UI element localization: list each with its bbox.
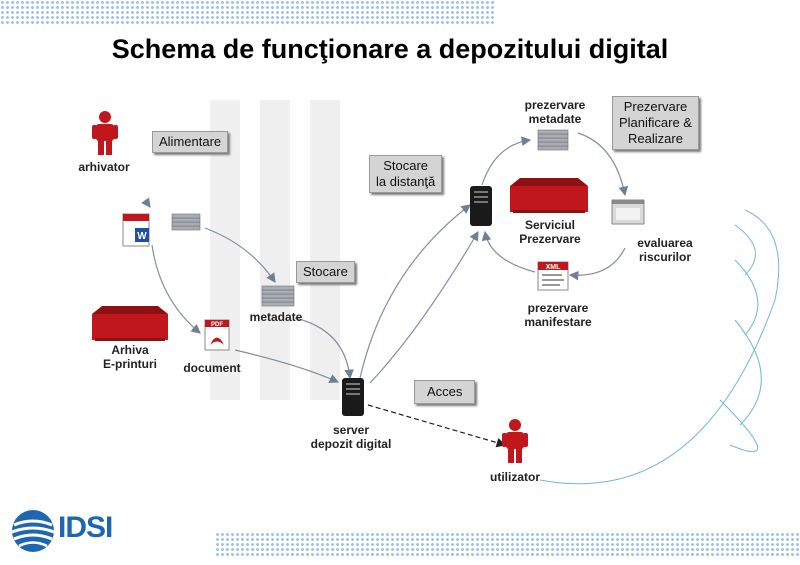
- preservation-planning-box: Prezervare Planificare & Realizare: [612, 96, 699, 150]
- pdf-document-icon: PDF: [204, 319, 230, 351]
- remote-storage-box: Stocare la distanţă: [369, 155, 443, 193]
- risk-evaluation-line2: riscurilor: [638, 250, 692, 264]
- preservation-service-building-icon: [510, 178, 588, 213]
- risk-evaluation-line1: evaluarea: [637, 236, 693, 250]
- remote-storage-box-line2: la distanţă: [376, 174, 436, 189]
- top-dot-band: [0, 0, 495, 26]
- arhivator-person-icon: [92, 111, 118, 155]
- preservation-metadata-line2: metadate: [528, 112, 582, 126]
- preservation-manifest-line1: prezervare: [527, 301, 589, 315]
- preservation-metadata-label: prezervare metadate: [500, 98, 610, 126]
- preservation-metadata-line1: prezervare: [524, 98, 586, 112]
- eprints-archive-line2: E-printuri: [103, 357, 157, 371]
- svg-text:XML: XML: [546, 264, 562, 271]
- svg-text:W: W: [137, 231, 147, 242]
- metadata-stack-icon: [261, 285, 295, 307]
- server-device-icon: [342, 378, 364, 416]
- eprints-archive-line1: Arhiva: [111, 343, 149, 357]
- preservation-service-line1: Serviciul: [524, 218, 576, 232]
- storage-box-label: Stocare: [303, 264, 348, 279]
- preservation-service-label: Serviciul Prezervare: [500, 218, 600, 246]
- remote-storage-box-line1: Stocare: [383, 158, 429, 173]
- archive-building-icon: [92, 306, 168, 341]
- server-label: server depozit digital: [290, 423, 412, 451]
- archivist-label: arhivator: [78, 160, 130, 174]
- doc-metadata-stack-icon: [171, 213, 201, 231]
- document-label: document: [183, 361, 241, 375]
- access-box: Acces: [414, 380, 476, 404]
- page-title: Schema de funcţionare a depozitului digi…: [111, 34, 669, 64]
- user-label: utilizator: [490, 470, 540, 484]
- bottom-dot-band: [215, 532, 800, 558]
- risk-evaluation-window-icon: [611, 199, 645, 225]
- storage-box: Stocare: [296, 261, 355, 283]
- flow-arrows: [141, 132, 629, 384]
- idsi-logo-text: IDSI: [58, 511, 113, 544]
- preservation-manifest-label: prezervare manifestare: [502, 301, 614, 329]
- eprints-archive-label: Arhiva E-printuri: [80, 343, 180, 371]
- utilizator-person-icon: [502, 419, 528, 463]
- remote-storage-device-icon: [470, 186, 492, 226]
- decorative-arcs: [539, 209, 780, 485]
- feed-box: Alimentare: [152, 131, 229, 153]
- feed-box-label: Alimentare: [159, 134, 222, 149]
- background-watermark: [210, 100, 340, 400]
- access-box-label: Acces: [427, 384, 463, 399]
- risk-evaluation-label: evaluarea riscurilor: [620, 236, 710, 264]
- preservation-planning-line2: Planificare &: [619, 115, 692, 130]
- svg-text:PDF: PDF: [211, 322, 223, 328]
- preservation-service-line2: Prezervare: [519, 232, 581, 246]
- server-line2: depozit digital: [310, 437, 392, 451]
- xml-document-icon: XML: [537, 261, 569, 291]
- preservation-planning-line3: Realizare: [628, 131, 683, 146]
- metadata-label: metadate: [249, 310, 303, 324]
- preservation-planning-line1: Prezervare: [623, 99, 688, 114]
- idsi-globe-logo-icon: [11, 510, 55, 552]
- preservation-manifest-line2: manifestare: [524, 315, 592, 329]
- word-document-icon: W: [122, 213, 150, 247]
- preservation-metadata-stack-icon: [537, 129, 569, 151]
- server-line1: server: [332, 423, 370, 437]
